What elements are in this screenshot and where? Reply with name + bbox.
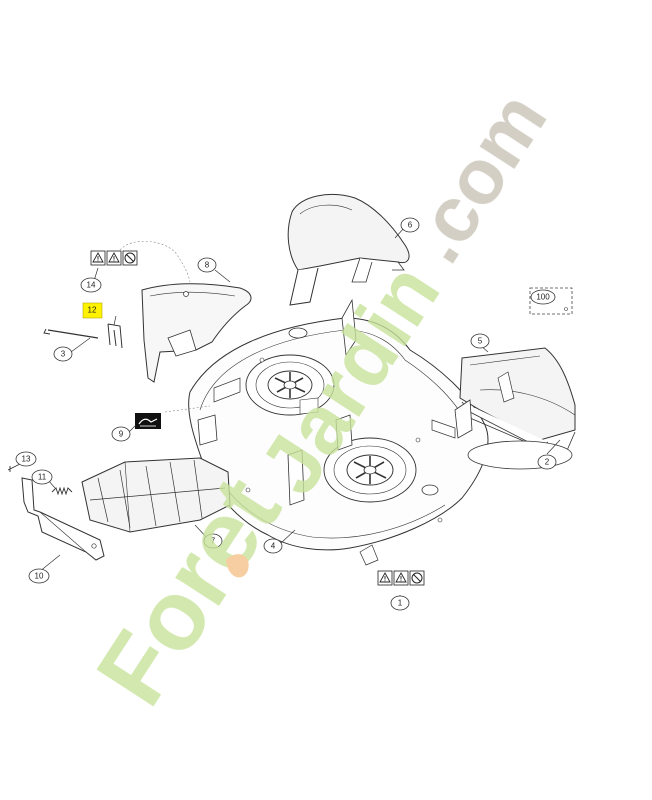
mulch-cover	[81, 457, 231, 533]
svg-text:12: 12	[88, 306, 97, 315]
svg-text:7: 7	[211, 537, 216, 546]
rod-end	[43, 328, 51, 335]
callout-7: 7	[203, 533, 223, 549]
callout-14: 14	[80, 277, 102, 293]
svg-text:6: 6	[408, 221, 413, 230]
decal-9	[135, 413, 161, 429]
callout-5: 5	[470, 333, 490, 349]
callout-100: 100	[530, 289, 556, 305]
callout-1: 1	[390, 595, 410, 611]
svg-text:100: 100	[536, 293, 550, 302]
svg-text:5: 5	[478, 337, 483, 346]
callout-12-highlight: 12	[82, 302, 103, 319]
callout-4: 4	[263, 538, 283, 554]
callouts: 1 2 3 4 5 6 7 8	[15, 217, 557, 611]
callout-11: 11	[31, 469, 53, 485]
svg-text:9: 9	[119, 430, 124, 439]
guide-line	[164, 405, 211, 413]
svg-text:8: 8	[205, 261, 210, 270]
side-shield	[141, 283, 252, 383]
callout-8: 8	[197, 257, 217, 273]
mower-deck	[188, 298, 489, 566]
rod-part	[47, 329, 99, 339]
callout-9: 9	[111, 426, 131, 442]
svg-text:10: 10	[35, 572, 44, 581]
callout-2: 2	[537, 454, 557, 470]
callout-6: 6	[400, 217, 420, 233]
watermark-dotcom: .com	[390, 77, 563, 278]
spring-part	[51, 486, 73, 496]
clip-part	[107, 323, 123, 349]
discharge-chute	[454, 347, 576, 470]
bracket	[21, 477, 105, 561]
callout-3: 3	[53, 346, 73, 362]
callout-10: 10	[28, 568, 50, 584]
kit-screw	[564, 307, 568, 311]
hardware-kit-box	[529, 287, 573, 315]
belt-guard	[287, 194, 410, 306]
svg-text:14: 14	[87, 281, 96, 290]
svg-text:13: 13	[22, 455, 31, 464]
svg-text:4: 4	[271, 542, 276, 551]
svg-text:11: 11	[38, 473, 47, 482]
svg-text:1: 1	[398, 599, 403, 608]
svg-text:3: 3	[61, 350, 66, 359]
warning-decal-1	[377, 570, 425, 586]
warning-decal-14	[90, 250, 138, 266]
svg-text:2: 2	[545, 458, 550, 467]
watermark-orange-dot	[226, 554, 249, 578]
screw-part	[7, 465, 17, 472]
callout-13: 13	[15, 451, 37, 467]
